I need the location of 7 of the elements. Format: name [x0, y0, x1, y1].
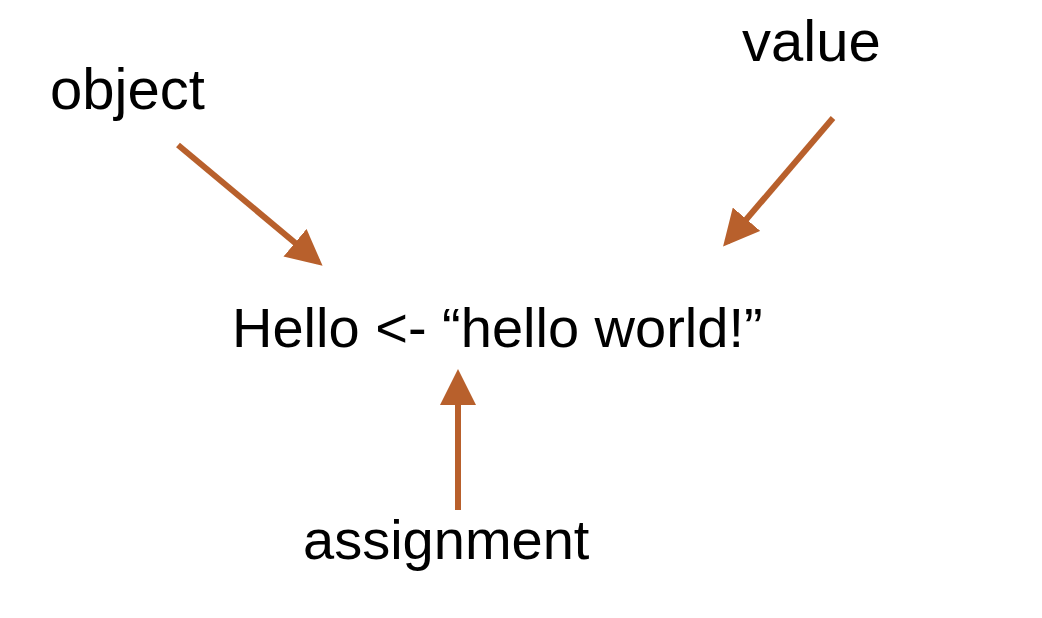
annotation-label: assignment [303, 508, 590, 573]
annotation-label: object [50, 56, 205, 123]
arrow [723, 116, 836, 247]
annotation-label: value [742, 8, 881, 75]
arrow [176, 142, 323, 266]
arrow [440, 369, 476, 510]
code-line: Hello <- “hello world!” [232, 296, 763, 361]
